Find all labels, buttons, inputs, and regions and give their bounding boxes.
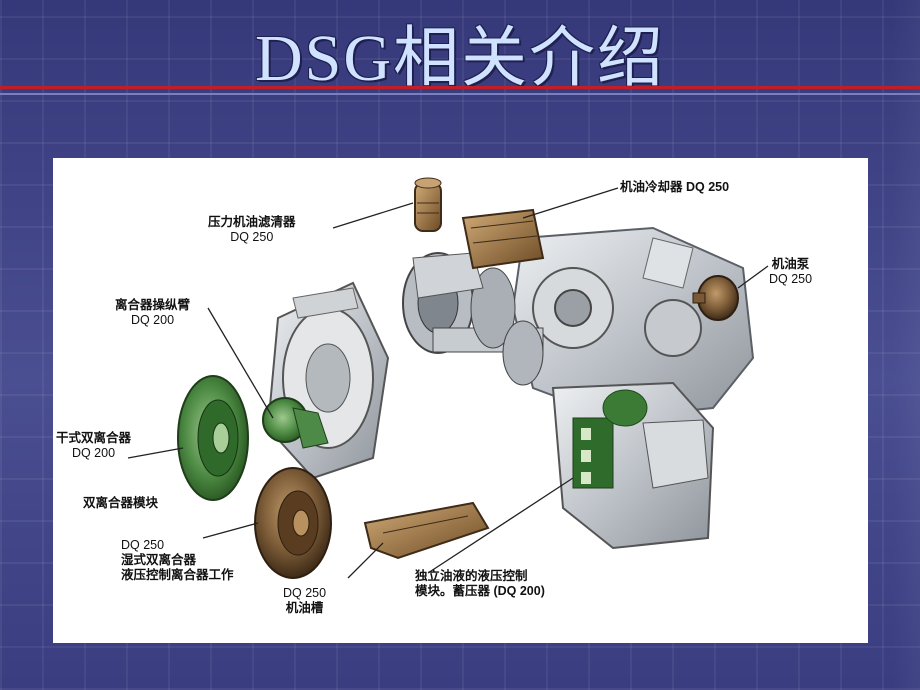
label-oil-sump: DQ 250 机油槽 bbox=[283, 586, 327, 615]
dry-dual-clutch bbox=[177, 375, 249, 501]
title-divider-light bbox=[0, 93, 920, 95]
label-oil-cooler: 机油冷却器 DQ 250 bbox=[620, 180, 730, 194]
label-oil-pump: 机油泵 DQ 250 bbox=[769, 257, 813, 286]
oil-pump-part bbox=[692, 275, 739, 321]
dsg-exploded-diagram: 压力机油滤清器 DQ 250 机油冷却器 DQ 250 机油泵 DQ 250 离… bbox=[53, 158, 868, 643]
label-dual-clutch-module: 双离合器模块 bbox=[83, 496, 159, 510]
gear-shaft-assembly bbox=[402, 252, 544, 386]
clutch-lever-part bbox=[262, 397, 329, 449]
label-dry-dual-clutch: 干式双离合器 DQ 200 bbox=[56, 431, 132, 460]
dsg-illustration bbox=[127, 177, 769, 579]
transmission-housing bbox=[511, 226, 755, 420]
slide-title: DSG相关介绍 bbox=[254, 22, 666, 95]
clutch-bell-housing bbox=[266, 281, 390, 480]
label-wet-dual-clutch: DQ 250 湿式双离合器 液压控制离合器工作 bbox=[121, 538, 234, 582]
control-module-housing bbox=[551, 381, 715, 550]
label-hydraulic-control-module: 独立油液的液压控制 模块。蓄压器 (DQ 200) bbox=[415, 569, 545, 598]
wet-dual-clutch bbox=[254, 467, 332, 579]
oil-filter-part bbox=[414, 177, 442, 232]
oil-cooler-part bbox=[461, 208, 545, 270]
label-oil-filter: 压力机油滤清器 DQ 250 bbox=[208, 215, 296, 244]
oil-sump-part bbox=[363, 501, 490, 560]
slide-right-edge bbox=[892, 0, 920, 690]
callout-lines bbox=[127, 187, 769, 579]
label-clutch-lever: 离合器操纵臂 DQ 200 bbox=[115, 298, 191, 327]
title-divider-red bbox=[0, 86, 920, 89]
